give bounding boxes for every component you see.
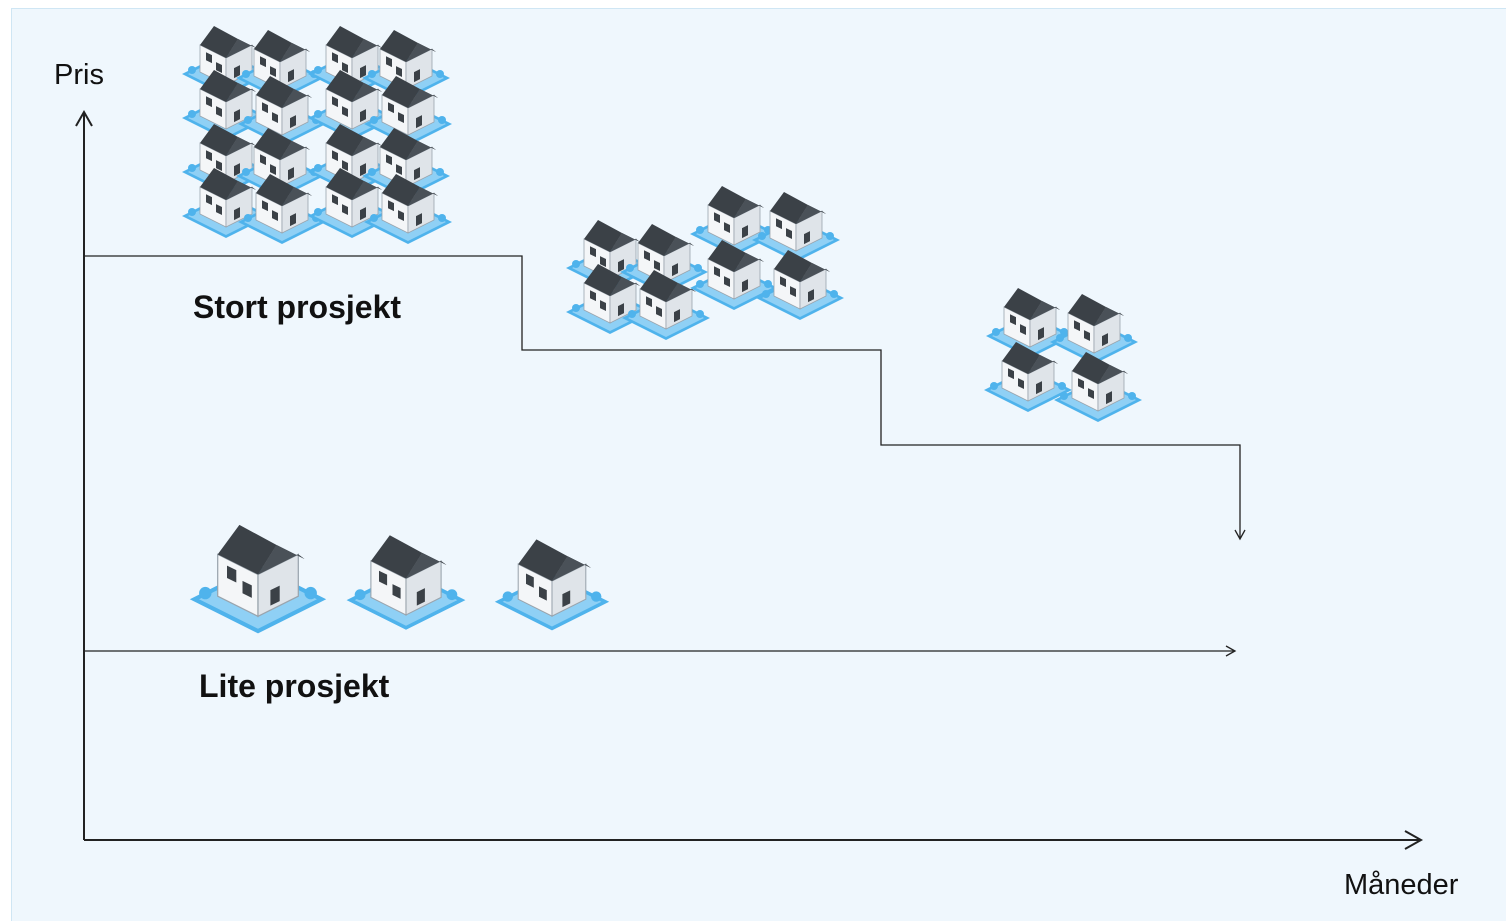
y-axis-label: Pris — [54, 59, 104, 91]
house-icon — [1053, 351, 1143, 423]
house-icon — [751, 191, 841, 263]
house-icon — [345, 534, 467, 631]
house-group-small-project — [189, 524, 610, 635]
x-axis-arrow-icon — [1404, 830, 1424, 850]
small-project-label: Lite prosjekt — [199, 668, 390, 704]
large-project-arrow-icon — [1234, 529, 1246, 541]
house-group-stage-2 — [565, 185, 845, 341]
large-project-price-line — [84, 255, 1241, 538]
x-axis-label: Måneder — [1344, 869, 1459, 901]
y-axis-arrow-icon — [75, 109, 93, 127]
house-icon — [985, 287, 1075, 359]
house-group-stage-3 — [983, 287, 1143, 423]
house-icon — [189, 524, 327, 635]
large-project-label: Stort prosjekt — [193, 289, 401, 325]
house-group-stage-1 — [181, 25, 453, 245]
house-icon — [494, 538, 610, 632]
small-project-arrow-icon — [1225, 645, 1237, 657]
